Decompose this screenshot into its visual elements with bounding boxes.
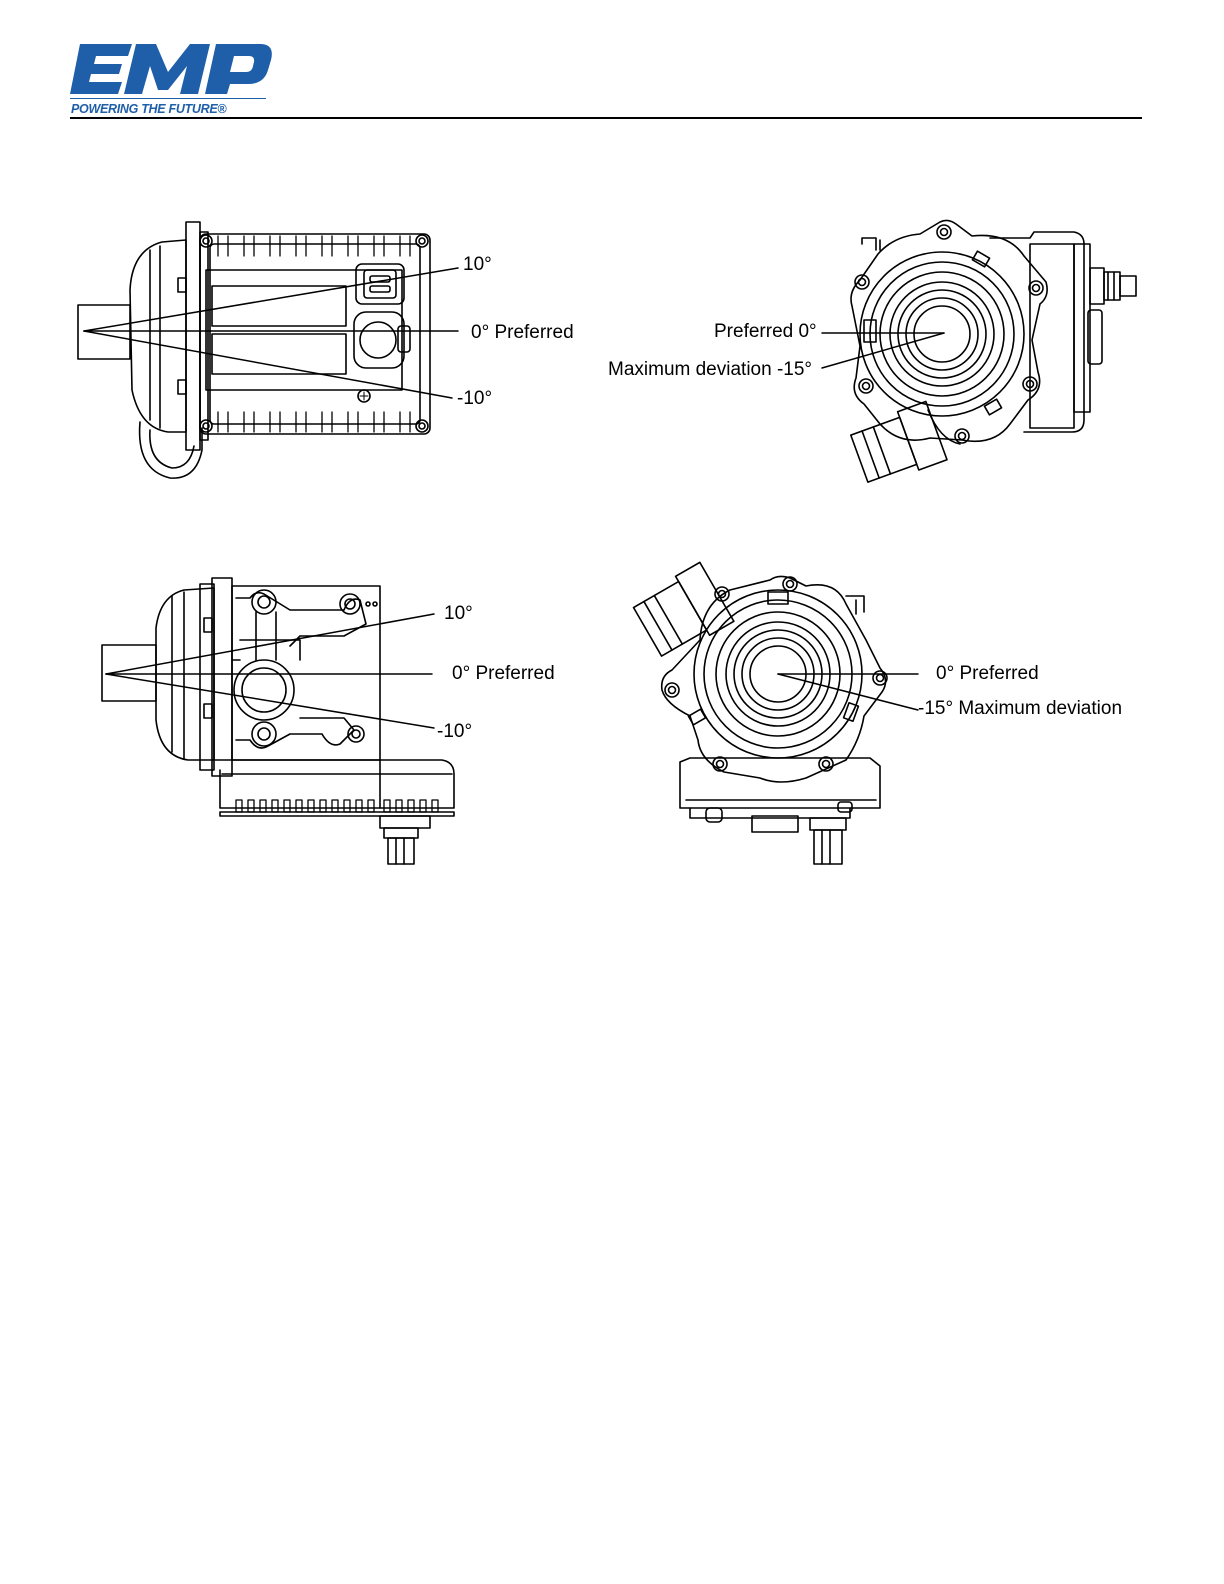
pump-front-view-top-right bbox=[822, 220, 1136, 487]
angle-label-minus-10: -10° bbox=[457, 389, 492, 408]
pump-side-view-top-left bbox=[78, 222, 458, 478]
preferred-0-label: 0° Preferred bbox=[936, 664, 1039, 683]
pump-side-view-bottom-left bbox=[102, 578, 454, 864]
angle-label-plus-10: 10° bbox=[463, 255, 492, 274]
maximum-deviation-label: Maximum deviation -15° bbox=[608, 360, 812, 379]
pump-front-view-bottom-right bbox=[631, 562, 918, 864]
angle-label-0-preferred: 0° Preferred bbox=[452, 664, 555, 683]
angle-label-0-preferred: 0° Preferred bbox=[471, 323, 574, 342]
maximum-deviation-label: -15° Maximum deviation bbox=[918, 699, 1122, 718]
preferred-0-label: Preferred 0° bbox=[714, 322, 817, 341]
angle-label-plus-10: 10° bbox=[444, 604, 473, 623]
angle-label-minus-10: -10° bbox=[437, 722, 472, 741]
